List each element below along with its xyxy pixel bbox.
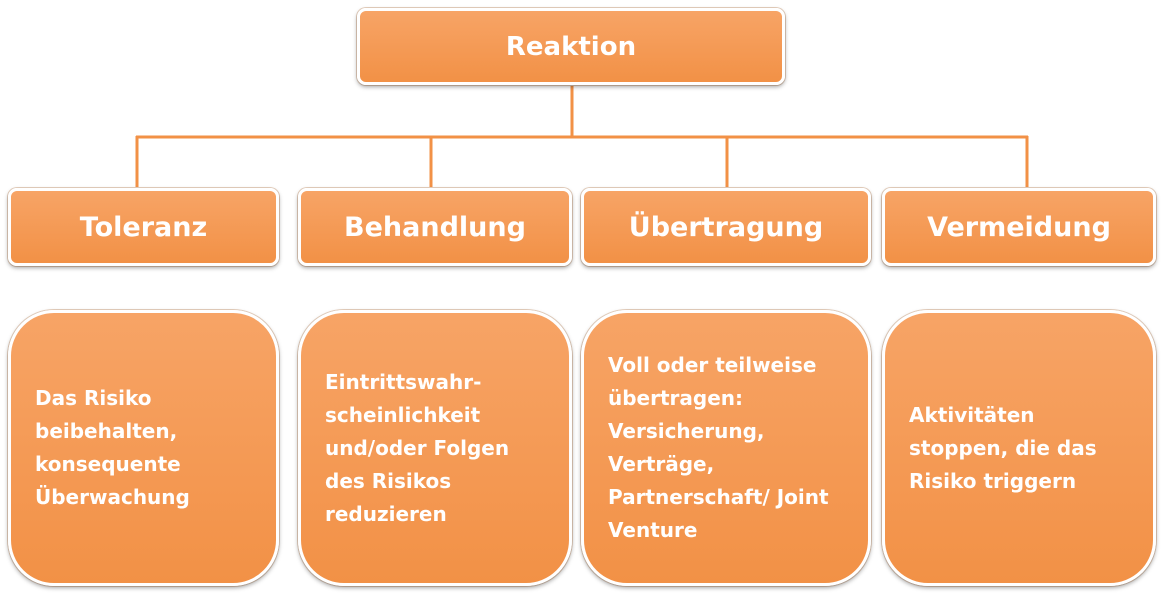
category-label: Behandlung [344,211,526,243]
category-vermeidung: Vermeidung [882,188,1156,266]
category-behandlung: Behandlung [298,188,572,266]
category-uebertragung: Übertragung [581,188,871,266]
category-label: Toleranz [79,211,208,243]
category-label: Vermeidung [927,211,1111,243]
description-behandlung: Eintrittswahr- scheinlichkeit und/oder F… [298,310,572,586]
root-node: Reaktion [357,8,785,85]
description-vermeidung: Aktivitäten stoppen, die das Risiko trig… [882,310,1156,586]
description-toleranz: Das Risiko beibehalten, konsequente Über… [8,310,279,586]
root-label: Reaktion [505,31,637,62]
description-uebertragung: Voll oder teilweise übertragen: Versiche… [581,310,871,586]
description-text: Eintrittswahr- scheinlichkeit und/oder F… [325,369,510,526]
description-text: Voll oder teilweise übertragen: Versiche… [608,353,829,542]
category-toleranz: Toleranz [8,188,279,266]
description-text: Das Risiko beibehalten, konsequente Über… [35,386,190,509]
description-text: Aktivitäten stoppen, die das Risiko trig… [909,402,1097,493]
category-label: Übertragung [628,211,824,243]
